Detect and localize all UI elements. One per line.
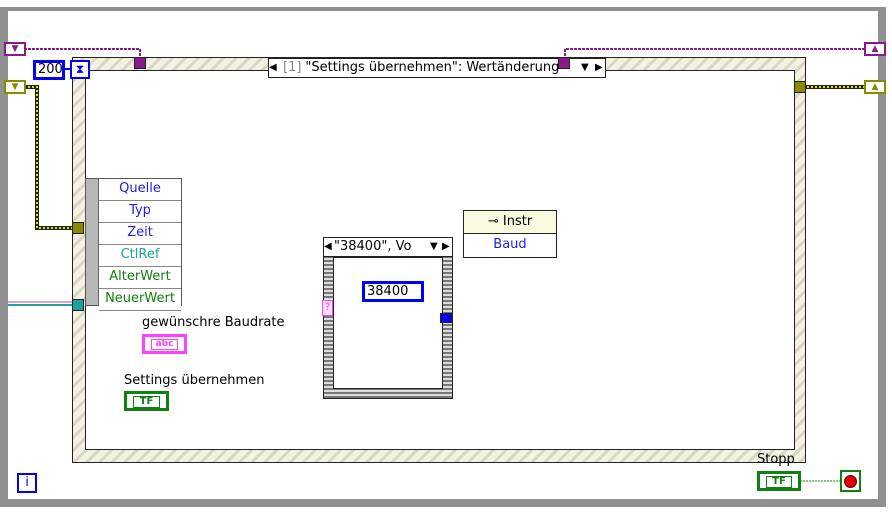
shift-register-left-refnum[interactable]: ▼ (4, 42, 26, 56)
dropdown-arrow-icon[interactable]: ▼ (430, 241, 438, 252)
refnum-tunnel-top (134, 57, 146, 69)
settings-terminal[interactable]: TF (124, 391, 169, 411)
key-icon: ⊸ (487, 214, 499, 229)
next-case-arrow[interactable]: ▶ (442, 241, 450, 252)
output-tunnel (440, 313, 452, 323)
shift-register-left-error[interactable]: ▼ (4, 80, 26, 94)
loop-condition-stop-icon[interactable] (840, 470, 861, 492)
baudrate-terminal[interactable]: abc (142, 334, 187, 354)
wait-constant[interactable]: 200 (33, 60, 65, 80)
hourglass-icon: ⧗ (70, 60, 90, 79)
stop-terminal[interactable]: TF (757, 471, 801, 491)
case-selector-value: "38400", Vo (334, 239, 412, 254)
shift-register-right-error[interactable]: ▲ (864, 80, 886, 94)
refnum-tunnel-top-right (558, 57, 570, 69)
baud-constant[interactable]: 38400 (362, 281, 424, 302)
stop-dot (844, 475, 857, 488)
dropdown-arrow-icon[interactable]: ▼ (581, 62, 589, 73)
next-case-arrow[interactable]: ▶ (595, 62, 603, 73)
boolean-type-label: TF (133, 396, 160, 408)
shift-register-right-refnum[interactable]: ▲ (864, 42, 886, 56)
event-selector[interactable]: ◀ [1] "Settings übernehmen": Wertänderun… (268, 58, 606, 78)
baudrate-label: gewünschre Baudrate (142, 315, 285, 330)
event-data-item[interactable]: AlterWert (99, 267, 181, 289)
case-name: "Settings übernehmen": Wertänderung (305, 60, 560, 75)
while-loop[interactable] (0, 7, 886, 507)
settings-label: Settings übernehmen (124, 373, 265, 388)
case-structure-frame (333, 257, 443, 389)
prev-case-arrow[interactable]: ◀ (269, 62, 277, 73)
property-node-header: ⊸ Instr (464, 211, 556, 234)
stop-label: Stopp (757, 452, 795, 467)
case-selector[interactable]: ◀ "38400", Vo ▼ ▶ (323, 237, 453, 257)
node-handle[interactable] (86, 179, 99, 305)
event-data-item[interactable]: NeuerWert (99, 289, 181, 311)
property-node[interactable]: ⊸ Instr Baud (463, 210, 557, 258)
event-data-item[interactable]: Typ (99, 201, 181, 223)
event-data-item[interactable]: Zeit (99, 223, 181, 245)
boolean-type-label: TF (766, 476, 792, 488)
prev-case-arrow[interactable]: ◀ (324, 241, 332, 252)
event-data-item[interactable]: Quelle (99, 179, 181, 201)
event-reg-tunnel (72, 299, 84, 311)
event-data-item[interactable]: CtlRef (99, 245, 181, 267)
case-index: [1] (283, 60, 302, 75)
property-baud[interactable]: Baud (493, 237, 527, 252)
iteration-terminal: i (17, 473, 37, 493)
error-tunnel-right (794, 81, 806, 93)
case-selector-terminal: ? (322, 300, 333, 316)
error-tunnel-left (72, 222, 84, 234)
property-node-class: Instr (502, 214, 533, 229)
string-type-label: abc (151, 339, 178, 350)
